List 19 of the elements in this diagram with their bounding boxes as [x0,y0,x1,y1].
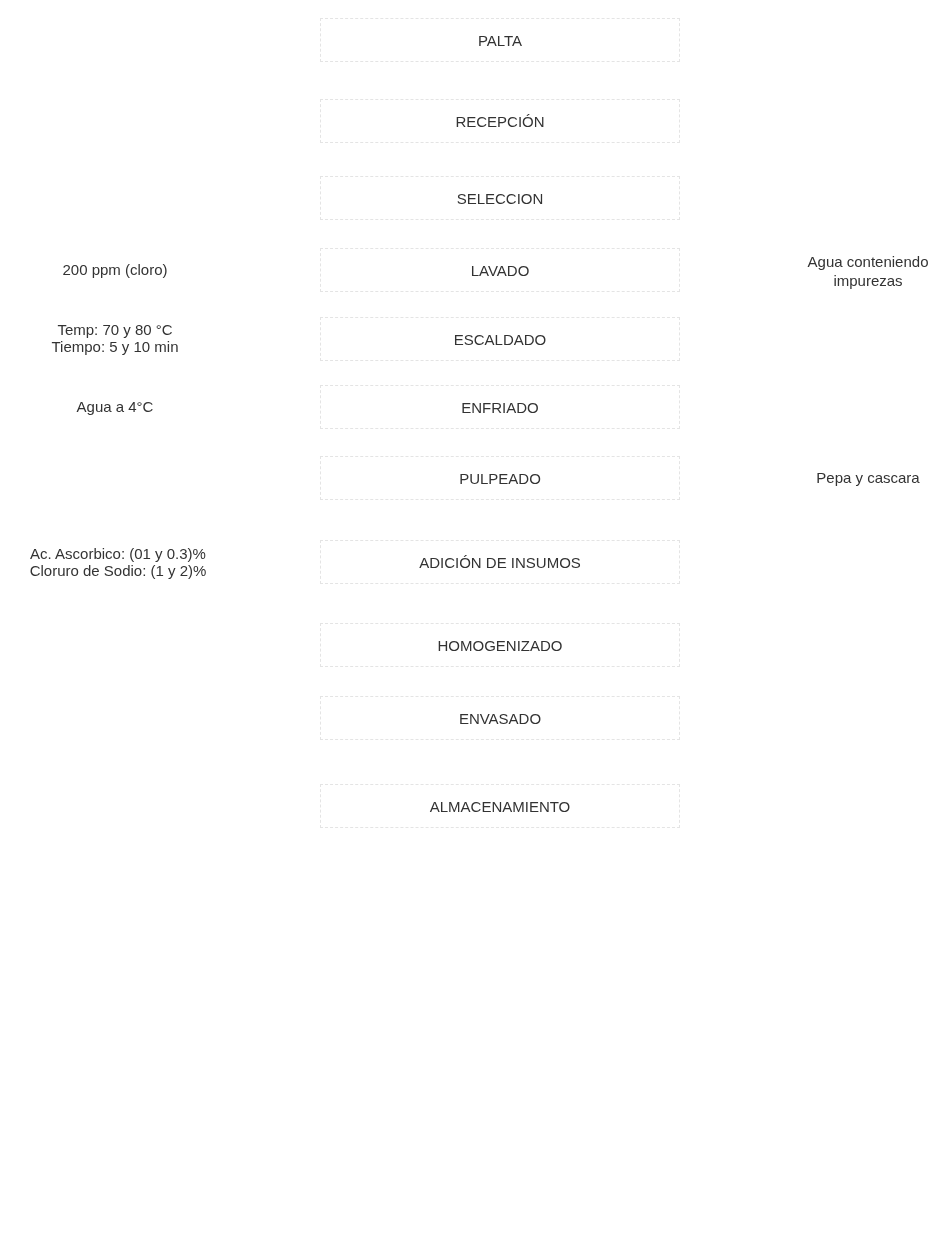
process-note: Agua a 4°C [75,397,155,417]
process-note: Tiempo: 5 y 10 min [50,337,180,357]
process-box: SELECCION [320,176,680,220]
process-box: ALMACENAMIENTO [320,784,680,828]
process-box: ADICIÓN DE INSUMOS [320,540,680,584]
process-box: RECEPCIÓN [320,99,680,143]
process-note: Pepa y cascara [815,468,921,488]
process-box: HOMOGENIZADO [320,623,680,667]
process-box: ESCALDADO [320,317,680,361]
process-note: Cloruro de Sodio: (1 y 2)% [28,561,208,581]
process-box: PULPEADO [320,456,680,500]
process-box: LAVADO [320,248,680,292]
process-note: Ac. Ascorbico: (01 y 0.3)% [29,544,207,564]
process-box: ENVASADO [320,696,680,740]
process-note: 200 ppm (cloro) [61,260,169,280]
process-box: ENFRIADO [320,385,680,429]
process-note: Temp: 70 y 80 °C [56,320,174,340]
process-box: PALTA [320,18,680,62]
process-note: Agua conteniendo impurezas [806,253,930,291]
